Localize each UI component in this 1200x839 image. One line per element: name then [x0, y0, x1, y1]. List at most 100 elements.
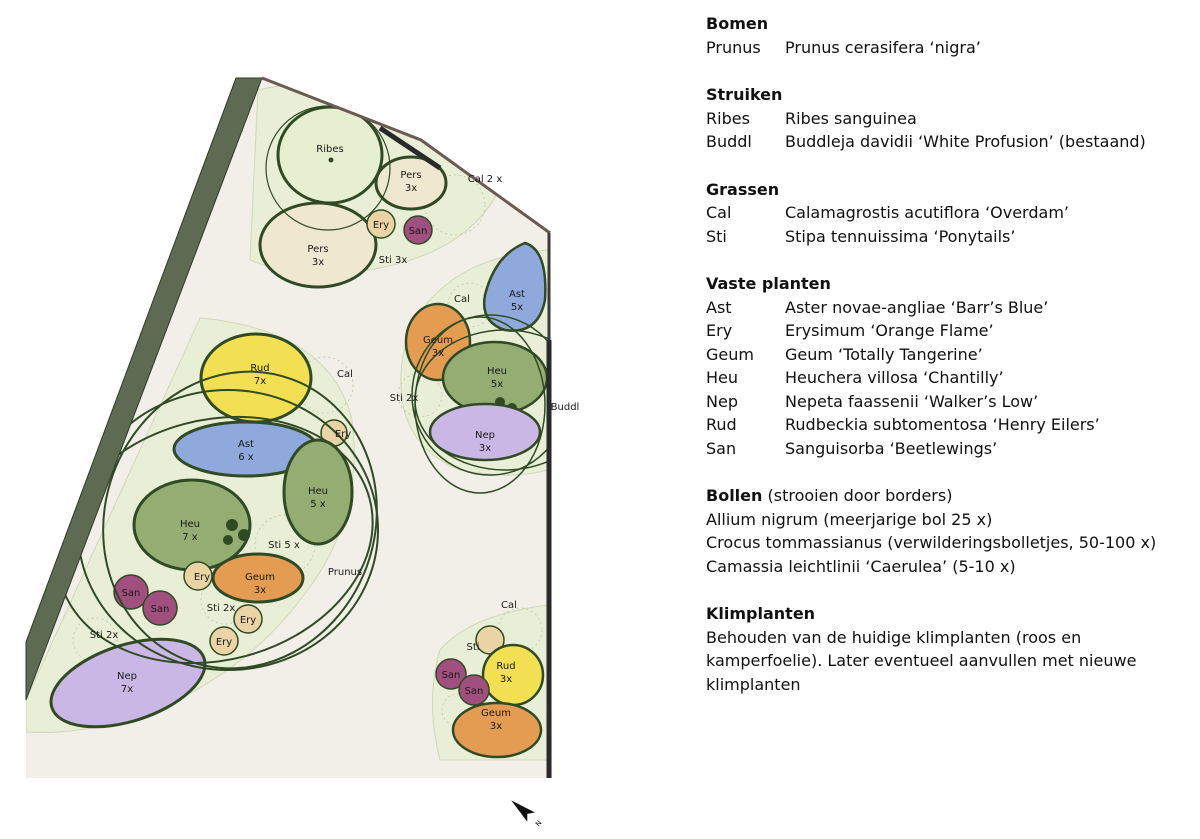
label-pers-b: Pers [307, 244, 328, 255]
legend-code: Ery [706, 321, 733, 340]
label-prunus: Prunus [328, 567, 362, 578]
buddleja-canopy-right [411, 314, 552, 494]
legend-code: Cal [706, 203, 732, 222]
label-heu-mid: Heu [308, 486, 328, 497]
legend-name: Buddleja davidii ‘White Profusion’ (best… [785, 132, 1146, 151]
label-rud-br-qty: 3x [500, 674, 512, 685]
label-san-left-1: San [122, 588, 141, 599]
label-ery-mid: Ery [335, 429, 351, 440]
label-geum-left: Geum [245, 572, 275, 583]
label-sti-top: Sti 3x [379, 255, 408, 266]
legend-code: Rud [706, 415, 737, 434]
plant-ery-low2 [233, 604, 263, 634]
label-geum-right-qty: 3x [432, 348, 444, 359]
top-fence [261, 76, 551, 235]
legend-code: Prunus [706, 37, 761, 57]
plant-rud-br [481, 643, 545, 707]
legend-name: Heuchera villosa ‘Chantilly’ [785, 368, 1004, 387]
label-pers-a-qty: 3x [405, 183, 417, 194]
label-sti-2x-left: Sti 2x [90, 630, 119, 641]
ribes-trunk [328, 157, 334, 163]
legend-title-klimplanten: Klimplanten [706, 604, 816, 623]
label-sti-2x-mid: Sti 2x [207, 603, 236, 614]
plant-ery-low3 [209, 626, 239, 656]
prunus-trunks [223, 519, 250, 545]
plant-pers-a [374, 155, 448, 211]
legend-title-bomen: Bomen [706, 14, 769, 33]
label-geum-right: Geum [423, 335, 453, 346]
label-san-left-2: San [151, 604, 170, 615]
legend-code: Sti [706, 226, 727, 246]
legend-row: Buddl Buddleja davidii ‘White Profusion’ … [706, 130, 1196, 154]
legend-name: Nepeta faassenii ‘Walker’s Low’ [785, 391, 1039, 411]
legend-name: Ribes sanguinea [785, 108, 917, 128]
label-cal-top: Cal 2 x [468, 174, 503, 185]
label-sti-5x: Sti 5 x [268, 540, 300, 551]
legend-klimplanten-text: Behouden van de huidige klimplanten (roo… [706, 627, 1137, 694]
legend-code: Heu [706, 368, 739, 387]
label-rud-left-qty: 7x [254, 376, 266, 387]
label-geum-br: Geum [481, 708, 511, 719]
label-nep-right-qty: 3x [479, 443, 491, 454]
label-pers-b-qty: 3x [312, 257, 324, 268]
label-ast-left-qty: 6 x [238, 452, 254, 463]
label-cal-left: Cal [337, 369, 353, 380]
label-sti-right: Sti 2x [390, 393, 419, 404]
plant-san-left-2 [142, 590, 178, 626]
label-cal-right: Cal [454, 294, 470, 305]
label-heu-left: Heu [180, 519, 200, 530]
label-heu-right-qty: 5x [491, 379, 503, 390]
plant-geum-br [451, 701, 543, 759]
legend-name: Erysimum ‘Orange Flame’ [785, 321, 994, 340]
label-san-br-1: San [442, 670, 461, 681]
plant-san-br-2 [458, 674, 490, 706]
boundary-wall [25, 77, 263, 701]
label-san-br-2: San [465, 686, 484, 697]
plant-ery-top [366, 209, 396, 239]
legend-section-bollen: Bollen (strooien door borders) Allium ni… [706, 484, 1196, 578]
label-heu-mid-qty: 5 x [310, 499, 326, 510]
label-cal-br: Cal [501, 600, 517, 611]
legend-code: Nep [706, 391, 738, 411]
garden-plan: Ribes Pers 3x Cal 2 x Ery San Pers 3x St… [25, 76, 580, 828]
legend-title-bollen: Bollen [706, 486, 763, 505]
legend-code: Geum [706, 344, 754, 364]
legend-row: Nep Nepeta faassenii ‘Walker’s Low’ [706, 390, 1196, 414]
legend-line: Crocus tommassianus (verwilderingsbollet… [706, 533, 1157, 552]
label-ribes: Ribes [316, 144, 343, 155]
label-nep-left: Nep [117, 671, 137, 682]
label-ast-left: Ast [238, 439, 254, 450]
label-san-top: San [409, 226, 428, 237]
label-geum-left-qty: 3x [254, 585, 266, 596]
legend-code: Buddl [706, 132, 752, 151]
label-ery-top: Ery [373, 220, 389, 231]
legend-row: Ery Erysimum ‘Orange Flame’ [706, 319, 1196, 343]
label-buddl: Buddl [551, 402, 580, 413]
legend-line: Allium nigrum (meerjarige bol 25 x) [706, 509, 993, 529]
label-nep-right: Nep [475, 430, 495, 441]
legend-title-grassen: Grassen [706, 179, 780, 199]
label-ery-low3: Ery [216, 637, 232, 648]
legend-code: San [706, 438, 737, 458]
label-ast-right: Ast [509, 289, 525, 300]
plant-pers-b [258, 201, 378, 289]
plan-labels: Ribes Pers 3x Cal 2 x Ery San Pers 3x St… [90, 144, 580, 732]
north-arrow-icon [511, 800, 535, 822]
label-rud-left: Rud [250, 363, 269, 374]
legend-title-vaste-planten: Vaste planten [706, 274, 831, 293]
plant-san-left-1 [113, 574, 149, 610]
plant-san-top [403, 215, 433, 245]
legend-name: Aster novae-angliae ‘Barr’s Blue’ [785, 297, 1049, 317]
plant-geum-left [211, 552, 305, 604]
plant-nep-right [428, 402, 542, 462]
